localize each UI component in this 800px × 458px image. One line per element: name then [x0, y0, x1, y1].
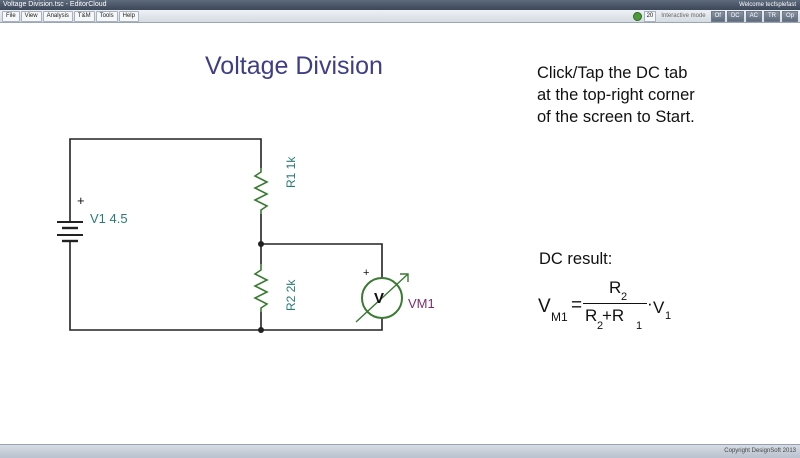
formula-fraction-bar	[583, 303, 647, 304]
menu-tm[interactable]: T&M	[73, 11, 95, 22]
voltage-formula: V M1 = R 2 R +R 2 1 · V 1	[538, 278, 678, 338]
formula-equals: =	[571, 295, 583, 316]
title-bar: Voltage Division.tsc - EditorCloud Welco…	[0, 0, 800, 10]
formula-rhs: V	[653, 298, 665, 317]
formula-rhs-sub: 1	[665, 310, 672, 322]
menu-file[interactable]: File	[2, 11, 20, 22]
battery-label[interactable]: V1 4.5	[90, 211, 128, 226]
tab-tr[interactable]: TR	[763, 11, 780, 22]
formula-numerator: R	[609, 278, 622, 297]
r2-label[interactable]: R2 2k	[284, 279, 298, 311]
window-title: Voltage Division.tsc - EditorCloud	[3, 1, 107, 8]
formula-numerator-sub: 2	[621, 291, 628, 303]
welcome-text: Welcome tecfsplefast	[739, 2, 796, 8]
instruction-line-3: of the screen to Start.	[537, 108, 695, 126]
instructions: Click/Tap the DC tab at the top-right co…	[537, 62, 695, 128]
formula-denominator: R +R	[585, 306, 625, 325]
formula-denominator-sub-2: 1	[636, 320, 643, 332]
formula-lhs: V	[538, 296, 551, 317]
instruction-line-2: at the top-right corner	[537, 86, 695, 104]
tab-op[interactable]: Op	[781, 11, 798, 22]
tab-dc[interactable]: DC	[726, 11, 744, 22]
tab-ac[interactable]: AC	[745, 11, 762, 22]
menu-help[interactable]: Help	[118, 11, 139, 22]
battery-plus-label: +	[77, 193, 85, 208]
menu-bar: File View Analysis T&M Tools Help 20 Int…	[0, 10, 800, 23]
menu-view[interactable]: View	[20, 11, 42, 22]
analysis-toolbar: 20 Interactive mode Of DC AC TR Op	[632, 11, 798, 22]
formula-denominator-sub-1: 2	[597, 320, 604, 332]
menu-analysis[interactable]: Analysis	[42, 11, 73, 22]
copyright-text: Copyright DesignSoft 2013	[724, 448, 796, 454]
instruction-line-1: Click/Tap the DC tab	[537, 64, 688, 82]
mode-label: Interactive mode	[661, 13, 706, 19]
meter-plus-label: +	[363, 267, 370, 279]
counter-value[interactable]: 20	[643, 11, 657, 22]
meter-label[interactable]: VM1	[408, 296, 435, 311]
status-bar: Copyright DesignSoft 2013	[0, 444, 800, 458]
menu-items: File View Analysis T&M Tools Help	[2, 11, 139, 22]
status-icon	[632, 12, 642, 21]
page-title: Voltage Division	[205, 52, 383, 80]
dc-result-label: DC result:	[539, 250, 613, 268]
voltmeter-symbol: V	[374, 290, 385, 307]
schematic-canvas[interactable]	[0, 24, 800, 444]
formula-dot: ·	[647, 294, 653, 313]
formula-lhs-sub: M1	[551, 310, 568, 324]
tab-off[interactable]: Of	[710, 11, 725, 22]
menu-tools[interactable]: Tools	[95, 11, 118, 22]
r1-label[interactable]: R1 1k	[284, 156, 298, 188]
